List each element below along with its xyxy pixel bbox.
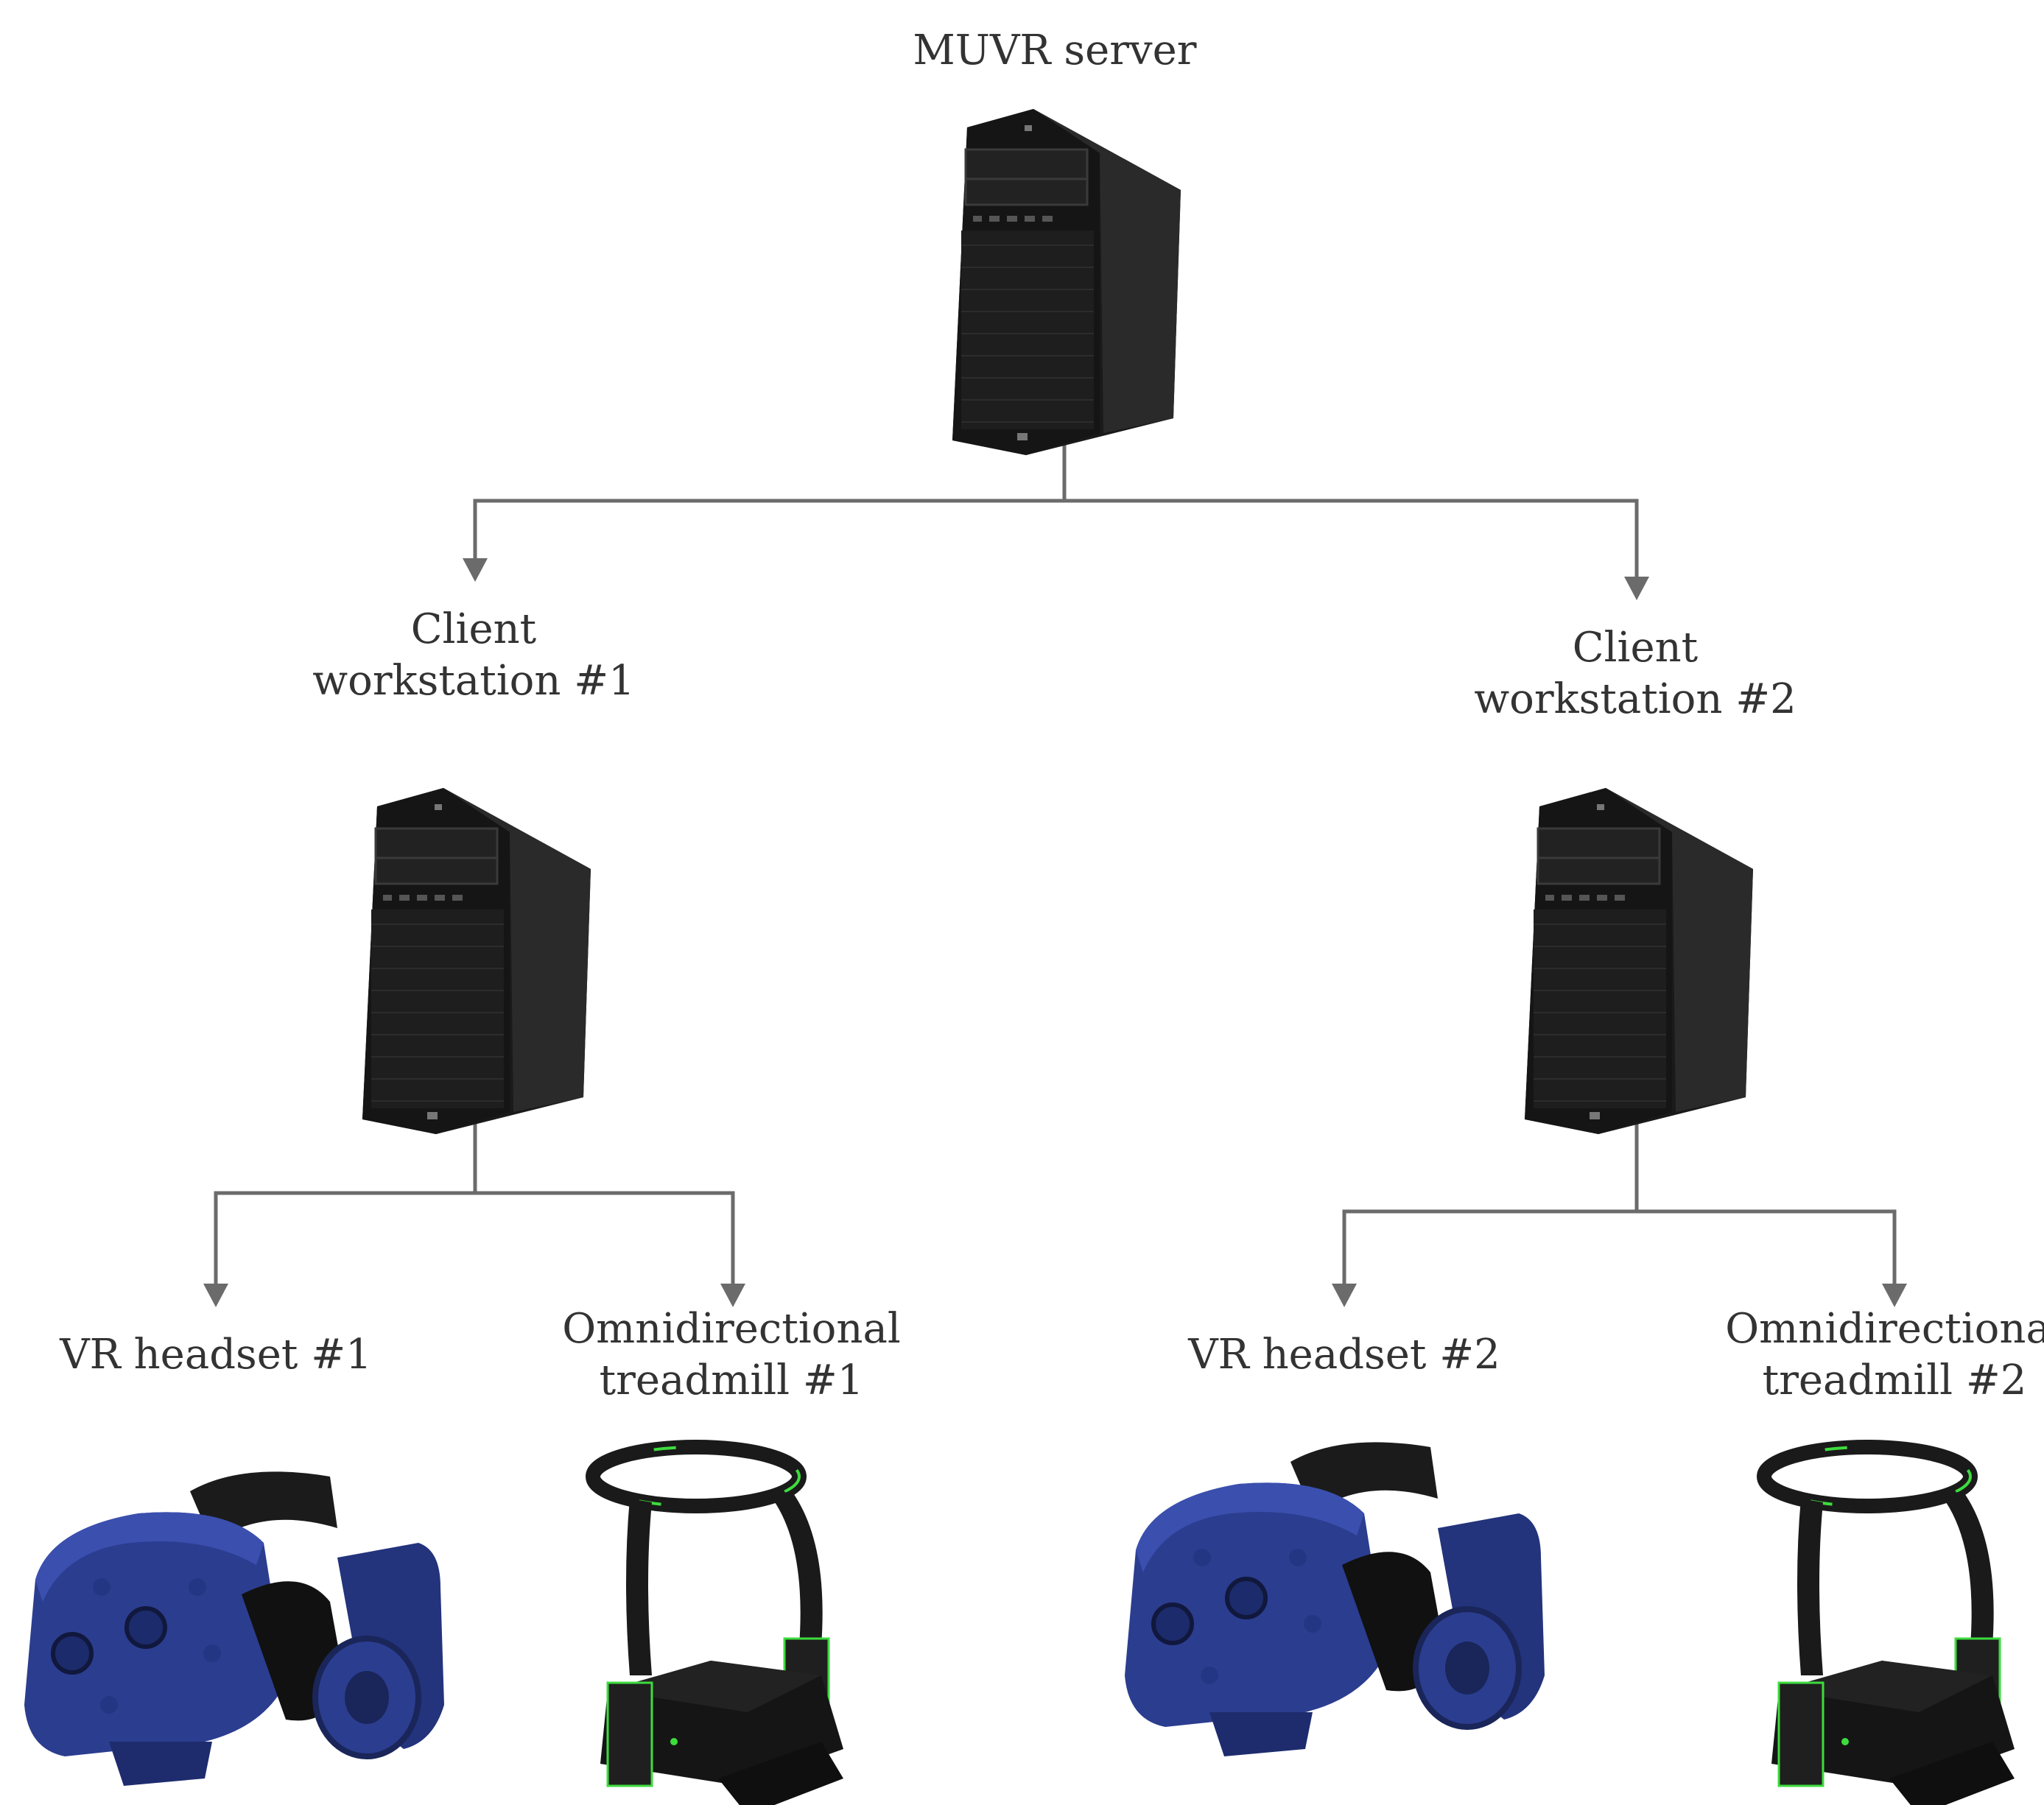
edge-server-to-client1 bbox=[473, 434, 1067, 560]
client2-label: Client workstation #2 bbox=[1474, 622, 1797, 725]
treadmill1-label: Omnidirectional treadmill #1 bbox=[562, 1303, 901, 1407]
treadmill1-label-line-1: Omnidirectional bbox=[562, 1305, 901, 1353]
client1-label: Client workstation #1 bbox=[312, 604, 635, 707]
edge-client2-to-headset2 bbox=[1342, 1112, 1639, 1285]
connector-lines bbox=[214, 434, 1897, 1285]
edge-server-to-client2 bbox=[1064, 499, 1639, 578]
arrowhead-headset1 bbox=[203, 1284, 228, 1307]
client1-label-line-2: workstation #1 bbox=[312, 657, 635, 705]
treadmill1-label-line-2: treadmill #1 bbox=[599, 1357, 864, 1404]
headset2-label-line-1: VR headset #2 bbox=[1188, 1331, 1500, 1379]
arrowhead-treadmill1 bbox=[720, 1284, 745, 1307]
headset1-vr-headset-icon bbox=[24, 1471, 444, 1786]
arrowhead-headset2 bbox=[1332, 1284, 1357, 1307]
arrowhead-client2 bbox=[1624, 577, 1649, 600]
client2-tower-pc-icon bbox=[1523, 787, 1755, 1136]
treadmill2-label: Omnidirectional treadmill #2 bbox=[1725, 1303, 2044, 1407]
client2-label-line-2: workstation #2 bbox=[1474, 675, 1797, 723]
client1-tower-pc-icon bbox=[361, 787, 592, 1136]
client2-label-line-1: Client bbox=[1572, 624, 1699, 672]
headset1-label: VR headset #1 bbox=[60, 1329, 372, 1381]
edge-client1-to-headset1 bbox=[214, 1112, 477, 1285]
arrowhead-client1 bbox=[463, 558, 488, 582]
edge-client2-to-treadmill2 bbox=[1637, 1209, 1897, 1285]
arrowheads bbox=[203, 558, 1907, 1307]
edge-client1-to-treadmill1 bbox=[475, 1191, 735, 1285]
headset1-label-line-1: VR headset #1 bbox=[60, 1331, 372, 1379]
client1-label-line-1: Client bbox=[410, 605, 537, 653]
arrowhead-treadmill2 bbox=[1882, 1284, 1907, 1307]
treadmill1-omnidirectional-treadmill-icon bbox=[593, 1447, 843, 1805]
treadmill2-omnidirectional-treadmill-icon bbox=[1764, 1447, 2015, 1805]
headset2-vr-headset-icon bbox=[1125, 1442, 1545, 1756]
treadmill2-label-line-2: treadmill #2 bbox=[1762, 1357, 2027, 1404]
server-tower-pc-icon bbox=[951, 108, 1182, 457]
treadmill2-label-line-1: Omnidirectional bbox=[1725, 1305, 2044, 1353]
server-label: MUVR server bbox=[913, 25, 1196, 77]
server-label-line-1: MUVR server bbox=[913, 27, 1197, 74]
headset2-label: VR headset #2 bbox=[1188, 1329, 1500, 1381]
